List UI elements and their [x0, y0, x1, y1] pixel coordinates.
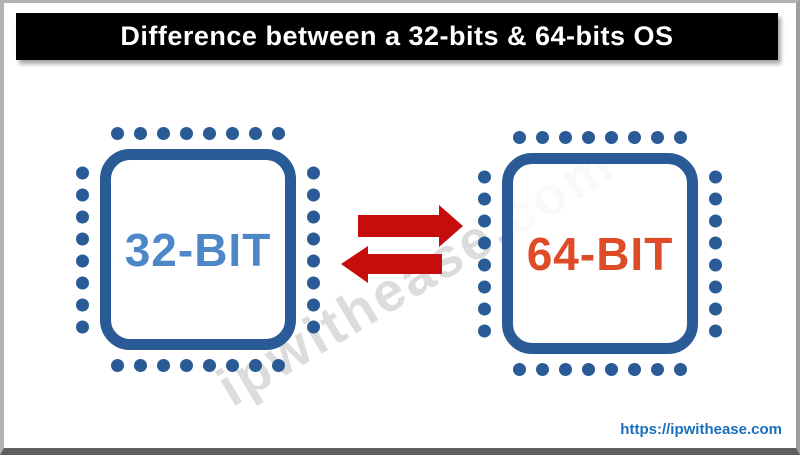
chip-pin-dot	[272, 359, 285, 372]
chip-pin-dot	[605, 131, 618, 144]
chip-pin-dot	[180, 127, 193, 140]
chip-pin-dot	[605, 363, 618, 376]
cpu-chip-32bit-icon: 32-BIT	[76, 127, 320, 372]
chip-pin-dot	[709, 192, 722, 205]
chip-pin-dot	[76, 276, 89, 289]
chip-pin-dot	[249, 359, 262, 372]
chip-pin-dot	[307, 166, 320, 179]
chip-pin-dot	[478, 280, 491, 293]
chip-pin-dot	[111, 127, 124, 140]
chip-pin-dot	[478, 324, 491, 337]
chip-pin-dot	[709, 214, 722, 227]
chip-body: 32-BIT	[100, 149, 296, 350]
chip-pin-dot	[513, 131, 526, 144]
chip-pin-dot	[651, 131, 664, 144]
chip-pins-left	[76, 166, 89, 333]
chip-pin-dot	[628, 363, 641, 376]
arrow-left-icon	[341, 246, 442, 283]
chip-pin-dot	[674, 363, 687, 376]
chip-pin-dot	[249, 127, 262, 140]
chip-pins-bottom	[513, 363, 687, 376]
chip-pin-dot	[709, 302, 722, 315]
chip-pin-dot	[134, 359, 147, 372]
chip-pin-dot	[478, 236, 491, 249]
chip-pin-dot	[226, 127, 239, 140]
footer-site-link[interactable]: https://ipwithease.com	[620, 421, 782, 438]
chip-pin-dot	[709, 236, 722, 249]
chip-pin-dot	[157, 127, 170, 140]
chip-pins-left	[478, 170, 491, 337]
chip-body: 64-BIT	[502, 153, 698, 354]
chip-pin-dot	[76, 166, 89, 179]
chip-pin-dot	[628, 131, 641, 144]
chip-pin-dot	[651, 363, 664, 376]
chip-pins-top	[513, 131, 687, 144]
chip-pin-dot	[307, 298, 320, 311]
chip-pin-dot	[559, 131, 572, 144]
chip-pin-dot	[111, 359, 124, 372]
chip-pin-dot	[76, 320, 89, 333]
chip-pins-right	[307, 166, 320, 333]
chip-pins-top	[111, 127, 285, 140]
chip-pin-dot	[203, 359, 216, 372]
chip-pin-dot	[536, 363, 549, 376]
chip-pin-dot	[478, 214, 491, 227]
arrow-right-icon	[358, 205, 463, 247]
chip-pin-dot	[307, 320, 320, 333]
chip-pin-dot	[76, 298, 89, 311]
page-title: Difference between a 32-bits & 64-bits O…	[120, 21, 674, 51]
chip-pin-dot	[582, 131, 595, 144]
chip-pin-dot	[478, 192, 491, 205]
chip-pin-dot	[478, 302, 491, 315]
chip-pin-dot	[272, 127, 285, 140]
chip-pin-dot	[559, 363, 572, 376]
chip-pin-dot	[674, 131, 687, 144]
chip-pin-dot	[478, 170, 491, 183]
chip-pins-right	[709, 170, 722, 337]
chip-pin-dot	[76, 254, 89, 267]
chip-pin-dot	[226, 359, 239, 372]
chip-pin-dot	[180, 359, 193, 372]
chip-pin-dot	[76, 188, 89, 201]
chip-pin-dot	[76, 210, 89, 223]
chip-pins-bottom	[111, 359, 285, 372]
chip-pin-dot	[478, 258, 491, 271]
chip-label-32bit: 32-BIT	[124, 223, 272, 276]
chip-pin-dot	[307, 276, 320, 289]
title-bar: Difference between a 32-bits & 64-bits O…	[16, 13, 778, 60]
chip-pin-dot	[536, 131, 549, 144]
chip-pin-dot	[157, 359, 170, 372]
cpu-chip-64bit-icon: 64-BIT	[478, 131, 722, 376]
chip-pin-dot	[709, 324, 722, 337]
chip-pin-dot	[307, 210, 320, 223]
chip-pin-dot	[307, 254, 320, 267]
chip-pin-dot	[709, 258, 722, 271]
chip-pin-dot	[307, 188, 320, 201]
chip-pin-dot	[513, 363, 526, 376]
chip-pin-dot	[307, 232, 320, 245]
chip-pin-dot	[134, 127, 147, 140]
chip-pin-dot	[709, 170, 722, 183]
chip-pin-dot	[582, 363, 595, 376]
chip-label-64bit: 64-BIT	[526, 227, 674, 280]
chip-pin-dot	[203, 127, 216, 140]
chip-pin-dot	[76, 232, 89, 245]
chip-pin-dot	[709, 280, 722, 293]
exchange-arrows	[341, 205, 463, 283]
